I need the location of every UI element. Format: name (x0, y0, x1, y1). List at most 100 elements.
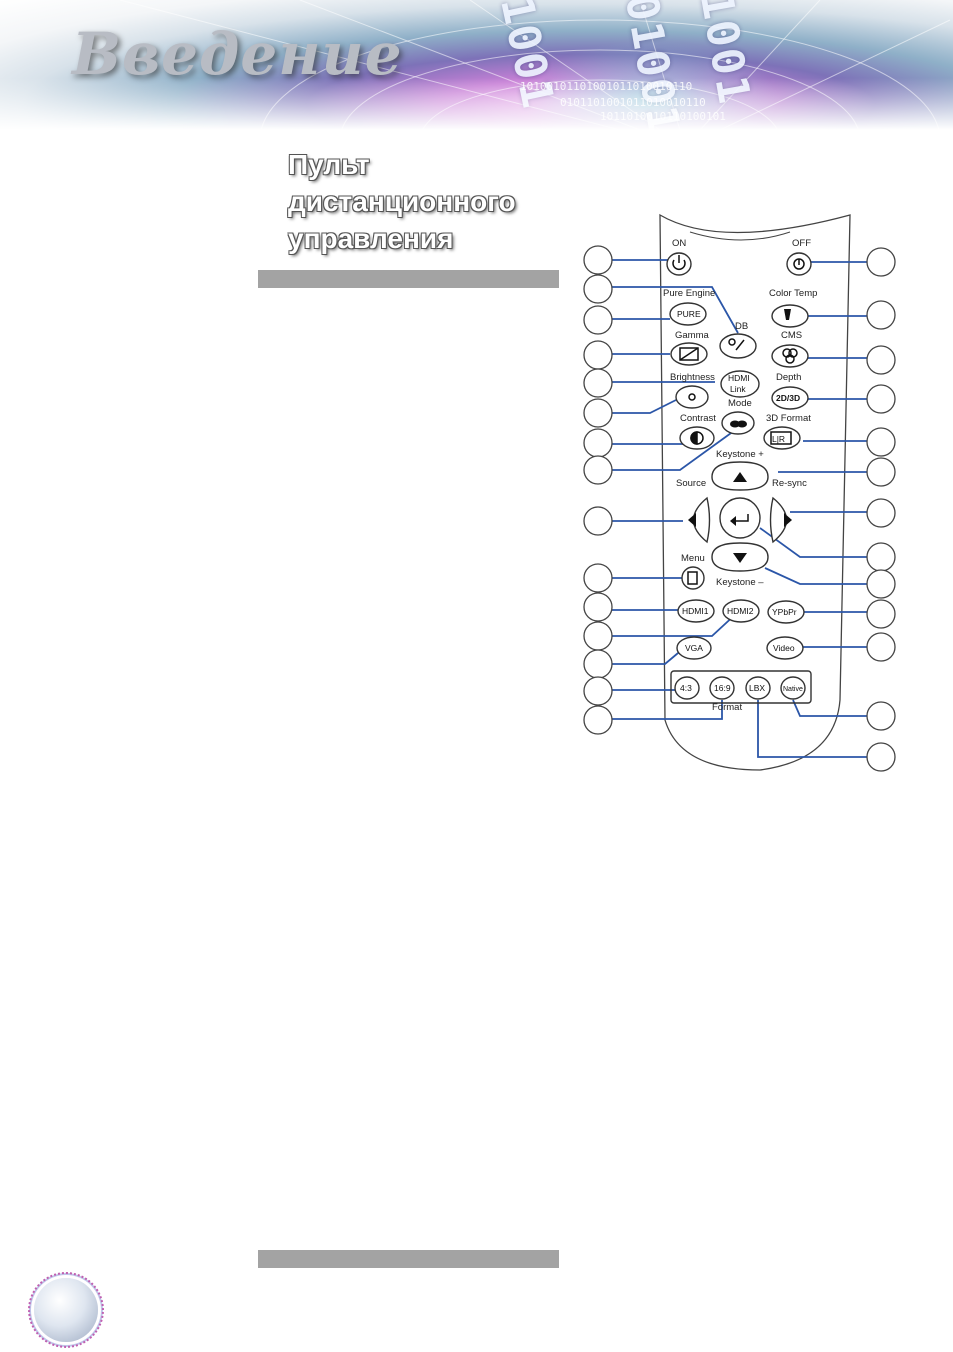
ratio-16-9-text: 16:9 (714, 683, 731, 693)
ratio-16-9-button (709, 676, 735, 700)
section-title: Введение (72, 20, 403, 88)
up-arrow-icon (733, 472, 747, 482)
left-arrow-icon (688, 513, 696, 527)
hdmi1-button (677, 599, 715, 623)
resync-right-button (769, 496, 788, 544)
hdmi-link-text-2: Link (730, 384, 746, 394)
label-menu: Menu (681, 553, 705, 564)
lbx-button (745, 676, 771, 700)
right-callout-circles (866, 247, 896, 772)
label-off: OFF (792, 238, 811, 249)
mode-icon (730, 420, 740, 428)
page-heading: Пульт дистанционного управления (288, 149, 516, 254)
depth-2d3d-button (771, 386, 809, 410)
native-text: Native (783, 686, 803, 693)
label-3d-format: 3D Format (766, 413, 811, 424)
callout-circle (583, 506, 613, 536)
ypbpr-button-text: YPbPr (772, 607, 797, 617)
db-button (719, 333, 757, 359)
callout-circle (583, 455, 613, 485)
ratio-4-3-button (674, 676, 700, 700)
callout-circle (866, 569, 896, 599)
brightness-button (675, 385, 709, 409)
label-keystone-plus: Keystone + (716, 449, 764, 460)
callout-circle (866, 300, 896, 330)
label-format: Format (712, 702, 742, 713)
callout-circle (583, 368, 613, 398)
native-button (780, 676, 806, 700)
vga-button (676, 636, 712, 660)
callout-circle (583, 274, 613, 304)
callout-circle (866, 247, 896, 277)
brightness-icon (688, 393, 696, 401)
hdmi2-button-text: HDMI2 (727, 606, 754, 616)
ratio-4-3-text: 4:3 (680, 683, 692, 693)
label-cms: CMS (781, 330, 802, 341)
down-arrow-icon (733, 553, 747, 563)
callout-circle (583, 398, 613, 428)
label-resync: Re-sync (772, 478, 807, 489)
callout-circle (866, 384, 896, 414)
banner-fade (0, 0, 953, 130)
enter-arrow-icon (730, 516, 736, 526)
remote-top-notch (689, 231, 791, 241)
video-button-text: Video (773, 643, 795, 653)
callout-circle (583, 340, 613, 370)
video-button (766, 636, 804, 660)
callout-circle (583, 649, 613, 679)
db-icon (728, 338, 736, 346)
label-mode: Mode (728, 398, 752, 409)
enter-button (719, 497, 761, 539)
callout-circle (583, 621, 613, 651)
hdmi-link-text-1: HDMI (728, 373, 750, 383)
callout-circle (583, 563, 613, 593)
enter-icon (733, 514, 749, 522)
pure-button-text: PURE (677, 309, 701, 319)
source-left-button (692, 496, 711, 544)
color-temp-icon (784, 309, 791, 320)
callout-circle (866, 542, 896, 572)
callout-circle (583, 705, 613, 735)
label-gamma: Gamma (675, 330, 710, 341)
label-contrast: Contrast (680, 413, 716, 424)
format-group-box (670, 670, 812, 704)
callout-circle (583, 428, 613, 458)
callout-circle (866, 701, 896, 731)
callout-circle (866, 599, 896, 629)
callout-circle (866, 742, 896, 772)
lr-button-text: L|R (772, 434, 785, 444)
menu-icon (687, 571, 698, 585)
ypbpr-button (767, 600, 805, 624)
label-on: ON (672, 238, 686, 249)
callout-circle (866, 345, 896, 375)
label-pure-engine: Pure Engine (663, 288, 715, 299)
menu-button (681, 566, 705, 590)
color-temp-button (771, 304, 809, 328)
header-banner: 1001 01001 1001 101001011010010110100101… (0, 0, 953, 130)
lr-icon (770, 431, 792, 445)
pure-button (669, 302, 707, 326)
bottom-divider-bar (258, 1250, 559, 1268)
callout-circle (866, 498, 896, 528)
hdmi2-button (722, 599, 760, 623)
callout-circle (866, 427, 896, 457)
callout-circle (583, 305, 613, 335)
left-callout-circles (583, 245, 613, 735)
power-on-button (666, 252, 692, 276)
remote-control-diagram: ON OFF Pure Engine Color Temp DB CMS Gam… (583, 213, 896, 772)
right-arrow-icon (784, 513, 792, 527)
hdmi-link-button (720, 370, 760, 398)
label-keystone-minus: Keystone – (716, 577, 764, 588)
power-on-icon (672, 259, 686, 270)
gamma-icon (679, 347, 699, 361)
top-divider-bar (258, 270, 559, 288)
callout-circle (866, 632, 896, 662)
label-source: Source (676, 478, 706, 489)
label-brightness: Brightness (670, 372, 715, 383)
callout-circle (866, 457, 896, 487)
callout-circle (583, 592, 613, 622)
depth-button-text: 2D/3D (776, 393, 800, 403)
label-depth: Depth (776, 372, 801, 383)
page-badge-dots (28, 1272, 104, 1348)
page-number-badge (28, 1272, 104, 1348)
